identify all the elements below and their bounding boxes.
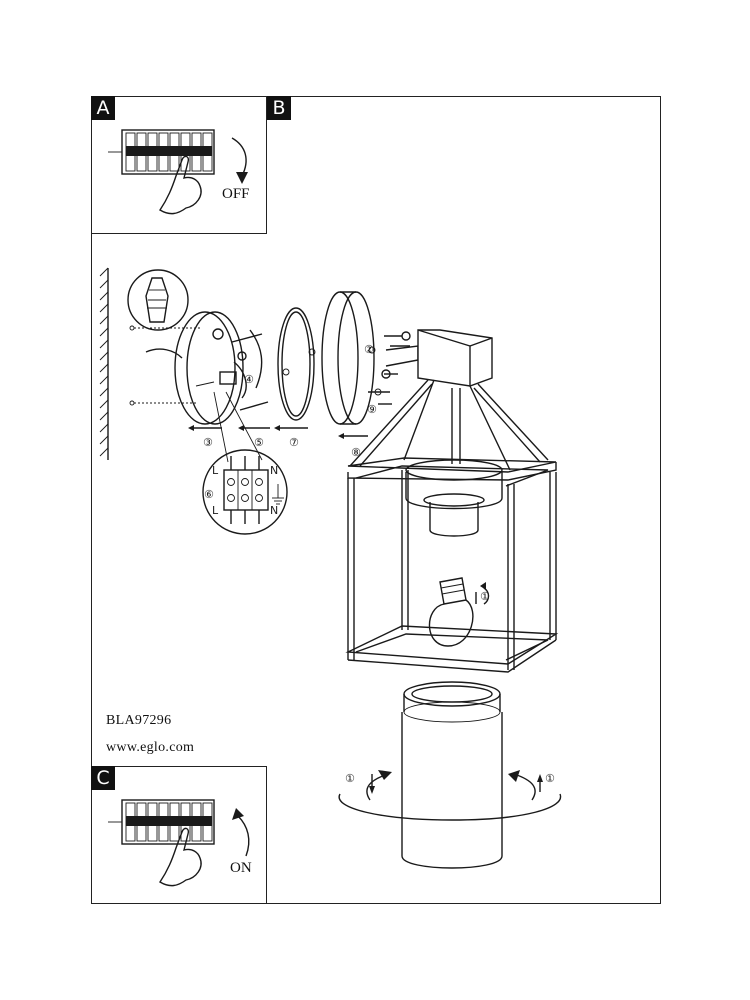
lantern [345, 329, 559, 673]
light-bulb [428, 577, 490, 647]
screws [368, 331, 411, 393]
panel-a [91, 96, 267, 234]
step-4: ④ [244, 373, 254, 386]
step-1-left: ① [345, 772, 355, 785]
step-2: ② [364, 343, 374, 356]
assembly-arrows [188, 345, 410, 439]
panel-b-badge: B [267, 96, 291, 120]
mounting-plate [174, 311, 269, 425]
step-9: ⑨ [367, 403, 377, 416]
off-label: OFF [222, 186, 250, 202]
terminal-l-bottom: L [212, 504, 219, 517]
terminal-n-top: N [270, 464, 278, 477]
gasket-ring [277, 307, 315, 421]
step-7: ⑦ [289, 436, 299, 449]
product-url: www.eglo.com [106, 740, 195, 755]
wall-plug-callout [127, 269, 189, 331]
canopy [308, 291, 382, 425]
wiring [195, 329, 263, 399]
rotate-up-arrow-icon [237, 815, 250, 857]
step-6: ⑥ [204, 488, 214, 501]
arrowhead-down-a [236, 172, 248, 184]
mains-cable [145, 348, 183, 359]
arrowhead-up-c [232, 808, 244, 820]
instruction-sheet-frame [91, 96, 661, 904]
step-5: ⑤ [254, 436, 264, 449]
wall-hatch [99, 267, 109, 460]
step-1-bulb: ① [480, 590, 490, 603]
hand-c-icon [159, 827, 202, 887]
glass-shade [338, 681, 562, 869]
wall-hole-top [129, 325, 135, 331]
terminal-callout [202, 391, 288, 535]
step-1-right: ① [545, 772, 555, 785]
panel-a-badge: A [91, 96, 115, 120]
panel-c-badge: C [91, 766, 115, 790]
rotate-down-arrow-icon [231, 137, 247, 177]
step-3: ③ [203, 436, 213, 449]
breaker-panel-c [108, 799, 215, 845]
terminal-l-top: L [212, 464, 219, 477]
wall-hole-bottom [129, 400, 135, 406]
hand-a-icon [159, 155, 202, 215]
step-8: ⑧ [351, 446, 361, 459]
breaker-panel-a [108, 129, 215, 175]
on-label: ON [230, 860, 252, 876]
terminal-n-bottom: N [270, 504, 278, 517]
panel-c [91, 766, 267, 904]
product-code: BLA97296 [106, 713, 172, 728]
